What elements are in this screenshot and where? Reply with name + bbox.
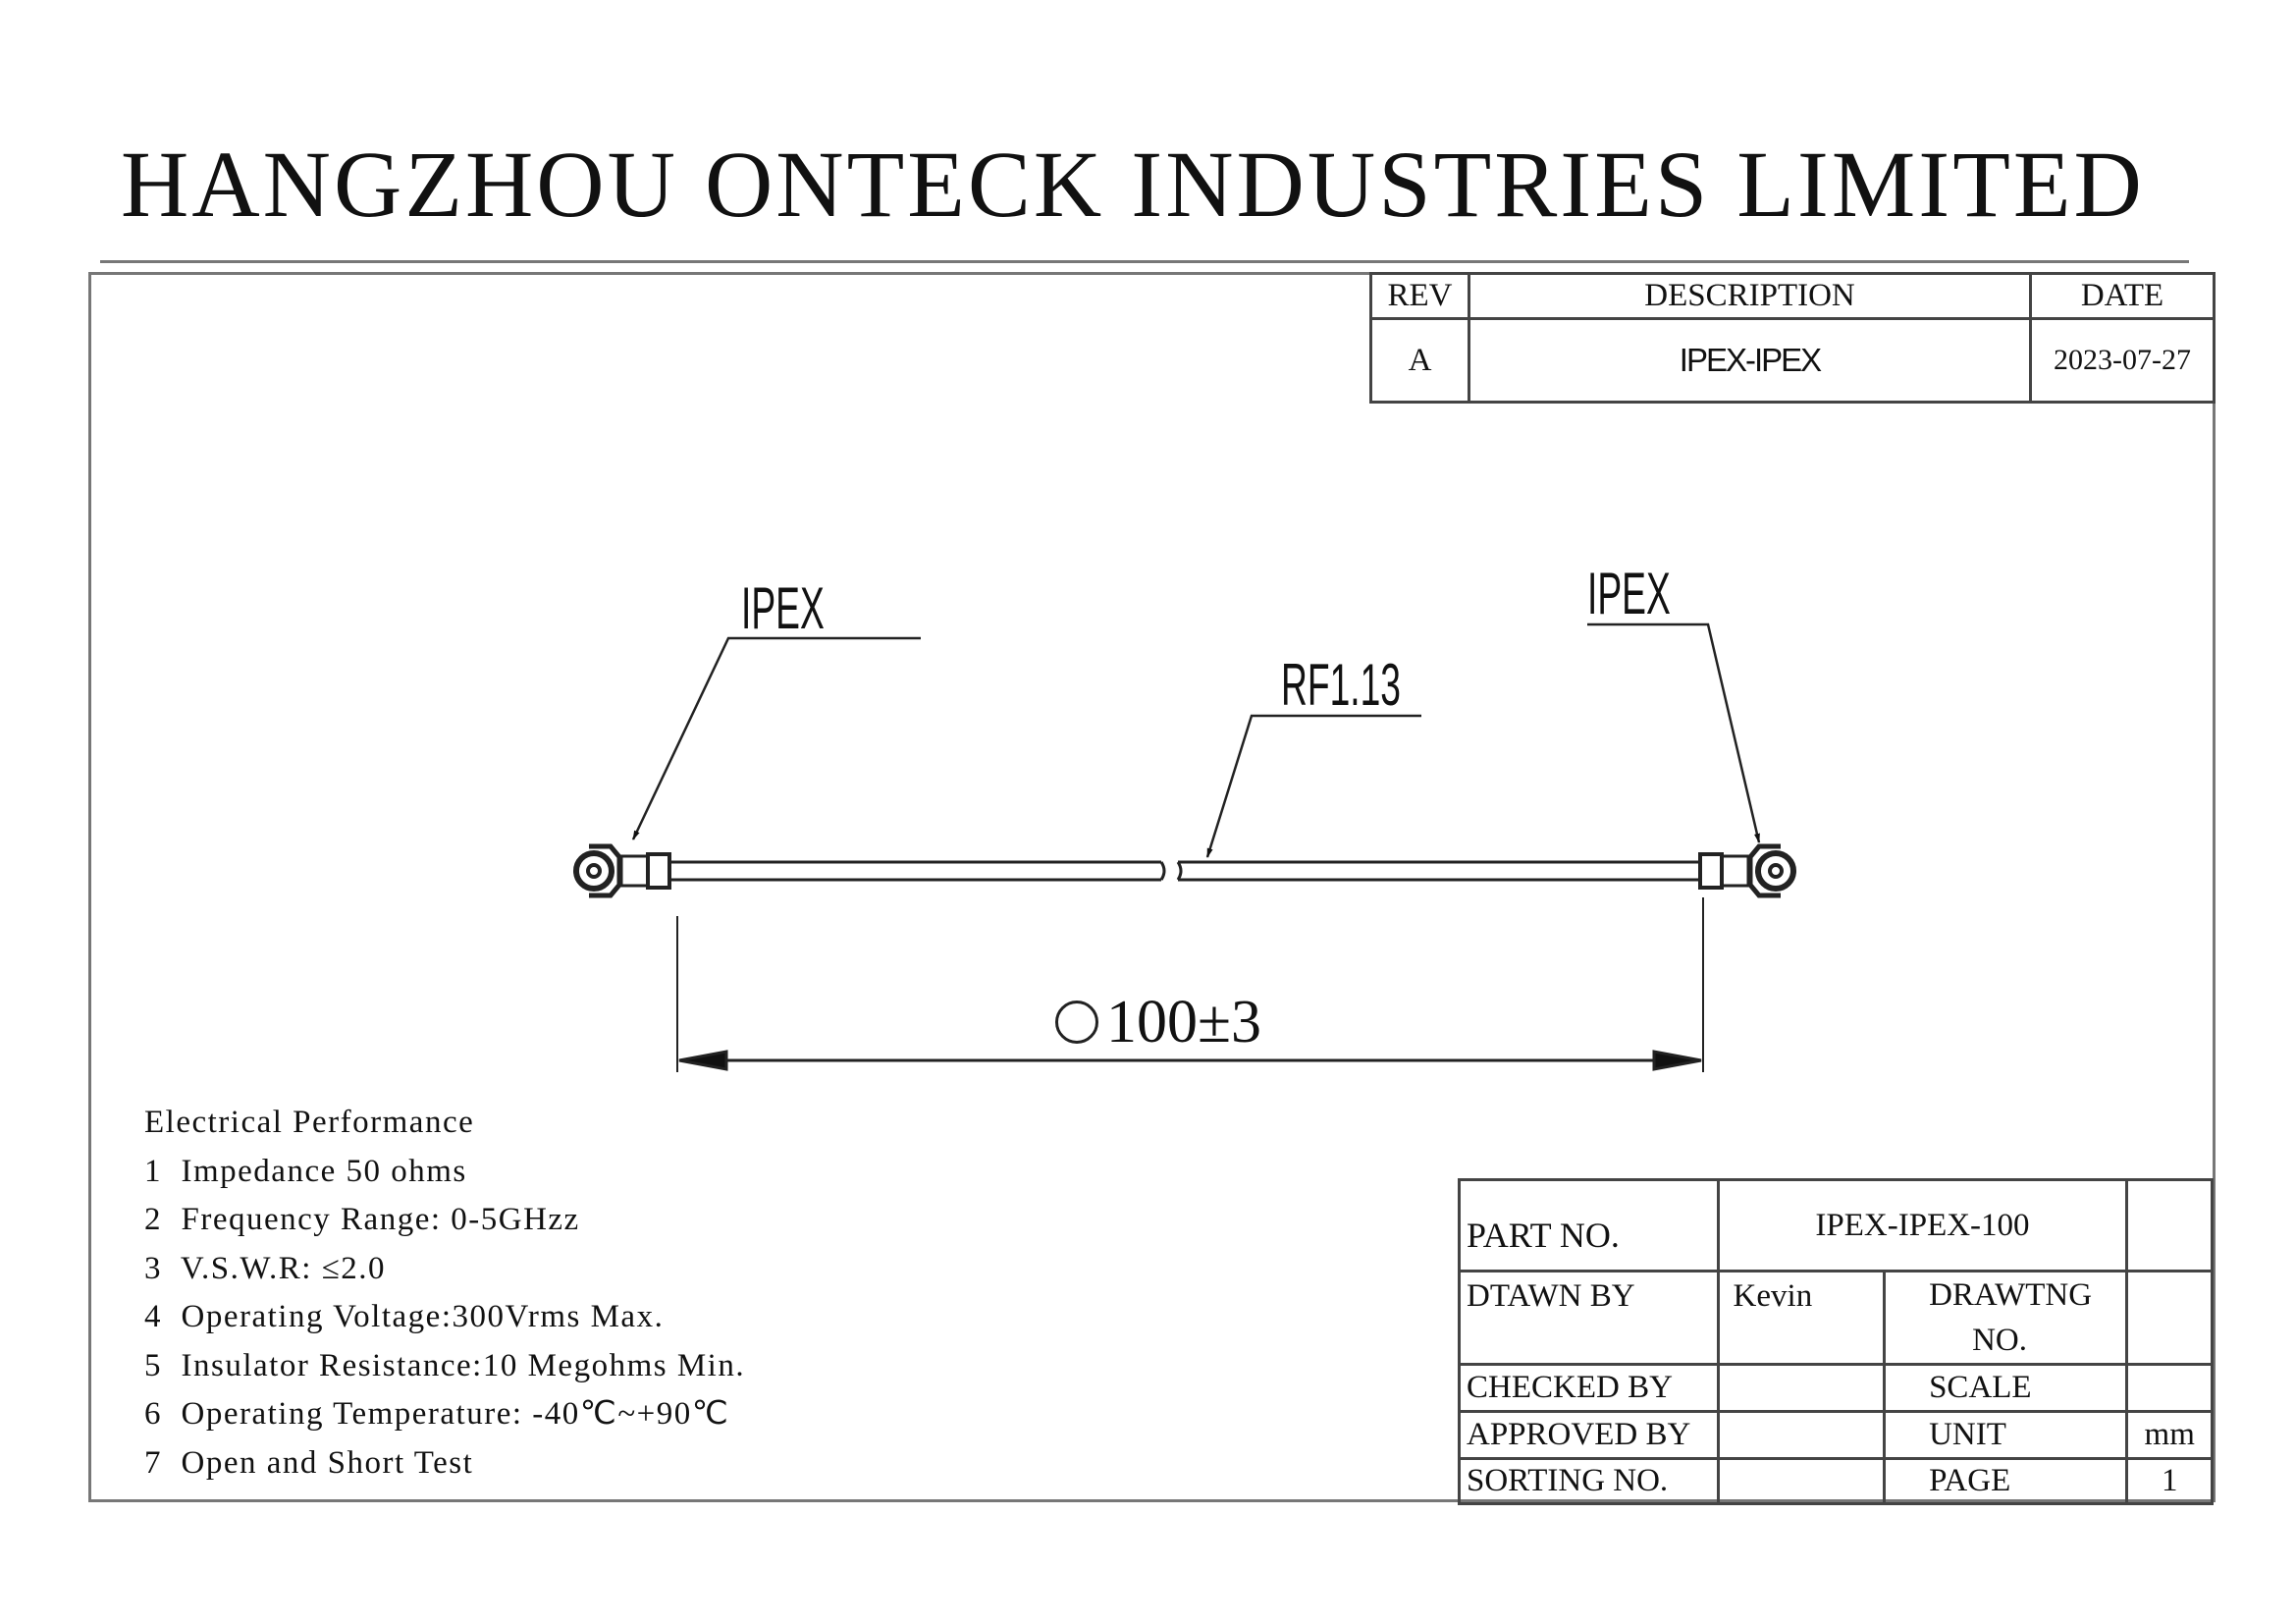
rev-value: A bbox=[1369, 317, 1470, 404]
title-rule bbox=[100, 260, 2189, 263]
checked-by-label: CHECKED BY bbox=[1458, 1363, 1720, 1413]
date-value: 2023-07-27 bbox=[2029, 317, 2216, 404]
sorting-no-label: SORTING NO. bbox=[1458, 1457, 1720, 1505]
right-label-leader bbox=[1587, 623, 1761, 843]
spec-item: 1 Impedance 50 ohms bbox=[144, 1154, 467, 1189]
part-no-label: PART NO. bbox=[1458, 1178, 1720, 1272]
spec-item: 2 Frequency Range: 0-5GHzz bbox=[144, 1202, 580, 1237]
spec-item: 3 V.S.W.R: ≤2.0 bbox=[144, 1251, 386, 1286]
left-connector-label: IPEX bbox=[741, 575, 825, 641]
rev-header: REV bbox=[1369, 272, 1470, 320]
spec-item: 6 Operating Temperature: -40℃~+90℃ bbox=[144, 1396, 730, 1432]
spec-item: 5 Insulator Resistance:10 Megohms Min. bbox=[144, 1348, 746, 1383]
description-value: IPEX-IPEX bbox=[1468, 317, 2032, 404]
unit-label: UNIT bbox=[1883, 1410, 2129, 1460]
cable bbox=[669, 860, 1700, 882]
drawn-by-label: DTAWN BY bbox=[1458, 1270, 1720, 1366]
description-header: DESCRIPTION bbox=[1468, 272, 2032, 320]
electrical-title: Electrical Performance bbox=[144, 1105, 475, 1140]
length-dimension: 100±3 bbox=[1055, 992, 1261, 1053]
drawn-by-value: Kevin bbox=[1716, 1270, 1887, 1366]
approved-by-label: APPROVED BY bbox=[1458, 1410, 1720, 1460]
title-block: PART NO. IPEX-IPEX-100 DTAWN BY Kevin DR… bbox=[1458, 1178, 2214, 1505]
drawing-frame bbox=[88, 272, 2216, 1502]
page-label: PAGE bbox=[1883, 1457, 2129, 1505]
unit-value: mm bbox=[2125, 1410, 2214, 1460]
spec-item: 4 Operating Voltage:300Vrms Max. bbox=[144, 1299, 665, 1334]
page-value: 1 bbox=[2125, 1457, 2214, 1505]
circle-symbol-icon bbox=[1055, 1001, 1098, 1044]
left-ipex-connector-icon bbox=[573, 843, 671, 898]
company-title: HANGZHOU ONTECK INDUSTRIES LIMITED bbox=[121, 132, 2145, 237]
cable-label-leader bbox=[1205, 714, 1421, 858]
right-connector-label: IPEX bbox=[1587, 561, 1671, 626]
date-header: DATE bbox=[2029, 272, 2216, 320]
cable-label: RF1.13 bbox=[1281, 652, 1401, 718]
spec-item: 7 Open and Short Test bbox=[144, 1445, 474, 1481]
scale-label: SCALE bbox=[1883, 1363, 2129, 1413]
revision-table: REV DESCRIPTION DATE A IPEX-IPEX 2023-07… bbox=[1369, 272, 2216, 404]
part-no-value: IPEX-IPEX-100 bbox=[1716, 1178, 2129, 1272]
length-value: 100±3 bbox=[1106, 989, 1262, 1056]
left-label-leader bbox=[631, 636, 921, 840]
right-ipex-connector-icon bbox=[1698, 843, 1796, 898]
